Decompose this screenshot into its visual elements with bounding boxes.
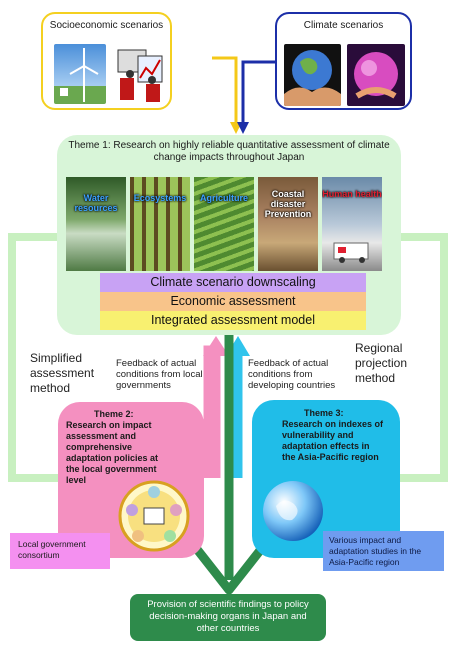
simplified-assessment-label: Simplified assessment method: [30, 351, 95, 395]
climate-scenarios-title: Climate scenarios: [303, 20, 384, 31]
layer-integrated-model: Integrated assessment model: [100, 311, 366, 330]
theme3-body: Research on indexes of vulnerability and…: [282, 419, 384, 462]
earth-hands-image: [284, 44, 341, 106]
layer-climate-downscaling: Climate scenario downscaling: [100, 273, 366, 292]
provision-box: Provision of scientific findings to poli…: [130, 594, 326, 641]
economy-clipart-image: [112, 44, 168, 106]
asia-pacific-studies: Various impact and adaptation studies in…: [323, 531, 444, 571]
layer-economic-assessment: Economic assessment: [100, 292, 366, 311]
climate-scenarios-box: Climate scenarios: [275, 12, 412, 110]
theme3-title: Theme 3:: [304, 408, 344, 418]
community-circle-image: [118, 480, 190, 552]
sector-label: Agriculture: [199, 193, 248, 203]
socioeconomic-scenarios-box: Socioeconomic scenarios: [41, 12, 172, 110]
sector-agriculture: Agriculture: [194, 177, 254, 271]
theme2-box: Theme 2: Research on impact assessment a…: [58, 402, 204, 558]
local-government-consortium: Local government consortium: [10, 533, 110, 569]
theme2-title: Theme 2:: [94, 409, 134, 419]
wind-turbine-image: [54, 44, 106, 104]
sector-label: Coastal disaster Prevention: [264, 189, 312, 219]
sector-images: Water resources Ecosystems Agriculture C…: [66, 177, 386, 271]
sector-label: Human health: [322, 189, 382, 199]
sector-water-resources: Water resources: [66, 177, 126, 271]
sector-ecosystems: Ecosystems: [130, 177, 190, 271]
feedback-local-governments: Feedback of actual conditions from local…: [116, 358, 203, 391]
provision-text: Provision of scientific findings to poli…: [147, 599, 309, 634]
theme1-title: Theme 1: Research on highly reliable qua…: [68, 140, 390, 163]
theme2-body: Research on impact assessment and compre…: [66, 420, 159, 485]
sector-coastal-disaster: Coastal disaster Prevention: [258, 177, 318, 271]
sector-label: Water resources: [74, 193, 118, 213]
socioeconomic-scenarios-title: Socioeconomic scenarios: [49, 20, 164, 31]
sector-human-health: Human health: [322, 177, 382, 271]
regional-projection-label: Regional projection method: [355, 341, 408, 385]
sector-label: Ecosystems: [133, 193, 187, 203]
feedback-developing-countries: Feedback of actual conditions from devel…: [248, 358, 336, 391]
globe-image: [263, 481, 323, 541]
glowing-globe-image: [347, 44, 405, 106]
